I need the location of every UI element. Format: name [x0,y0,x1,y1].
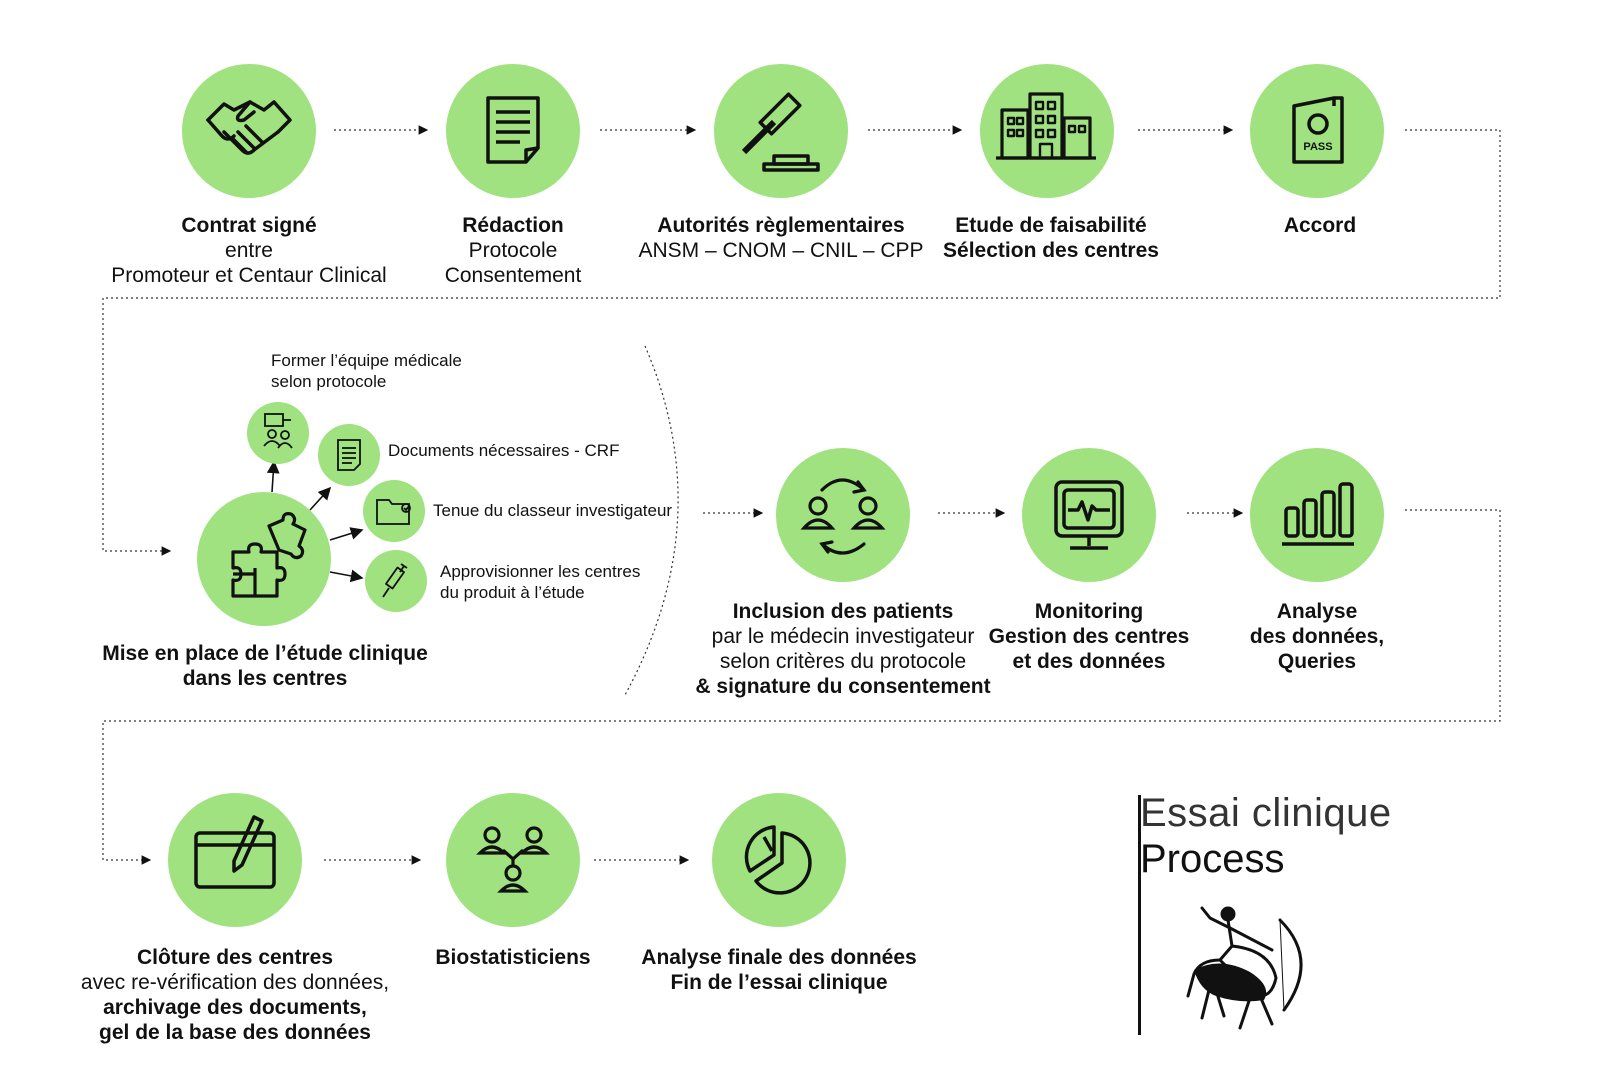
approvisionner-label: Approvisionner les centres du produit à … [440,562,641,602]
bar-chart-icon [1282,482,1354,546]
contrat-circle [182,64,316,198]
inclusion-circle [776,448,910,582]
syringe-icon [382,563,408,598]
title-divider [1138,795,1141,1035]
svg-text:PASS: PASS [1303,141,1332,153]
handshake-icon [206,100,292,155]
analyse-label: Analyse des données, Queries [1249,600,1385,673]
biostat-label: Biostatisticiens [435,946,591,969]
autorites-label: Autorités règlementaires ANSM – CNOM – C… [638,214,924,262]
documents-circle [318,424,380,486]
cloture-label: Clôture des centres avec re-vérification… [80,946,390,1044]
pie-chart-icon [744,825,812,895]
monitoring-label: Monitoring Gestion des centres et des do… [988,600,1190,673]
cloture-circle [168,793,302,927]
biostat-circle [446,793,580,927]
document-icon [486,96,540,164]
faisabilite-label: Etude de faisabilité Sélection des centr… [943,214,1159,262]
monitor-icon [1054,480,1124,550]
gavel-icon [741,92,820,172]
former-circle [247,402,309,464]
puzzle-icon [231,512,307,598]
miseenplace-circle [197,492,331,626]
title-line1: Essai clinique [1140,791,1392,835]
network-people-icon [476,826,550,893]
former-label: Former l’équipe médicale selon protocole [271,351,462,391]
contrat-label: Contrat signé entre Promoteur et Centaur… [111,214,387,287]
classeur-circle [363,480,425,542]
title-line2: Process [1140,837,1285,881]
centaur-logo [1186,906,1303,1030]
monitoring-circle [1022,448,1156,582]
redaction-label: Rédaction Protocole Consentement [444,214,582,287]
accord-circle: PASS [1250,64,1384,198]
accord-label: Accord [1283,214,1357,237]
miseenplace-label: Mise en place de l’étude clinique dans l… [102,642,428,690]
patients-cycle-icon [800,478,886,555]
autorites-circle [714,64,848,198]
team-training-icon [263,413,293,449]
folder-icon [376,499,411,525]
classeur-label: Tenue du classeur investigateur [433,501,673,520]
redaction-circle [446,64,580,198]
crf-document-icon [337,439,361,471]
finale-circle [712,793,846,927]
documents-label: Documents nécessaires - CRF [388,441,620,460]
approvisionner-circle [365,550,427,612]
passport-icon: PASS [1292,96,1344,164]
faisabilite-circle [980,64,1114,198]
analyse-circle [1250,448,1384,582]
finale-label: Analyse finale des données Fin de l’essa… [641,946,917,994]
title-block: Essai clinique Process [1140,790,1392,882]
buildings-icon [996,92,1096,160]
inclusion-label: Inclusion des patients par le médecin in… [695,600,991,698]
tablet-pen-icon [194,815,276,889]
